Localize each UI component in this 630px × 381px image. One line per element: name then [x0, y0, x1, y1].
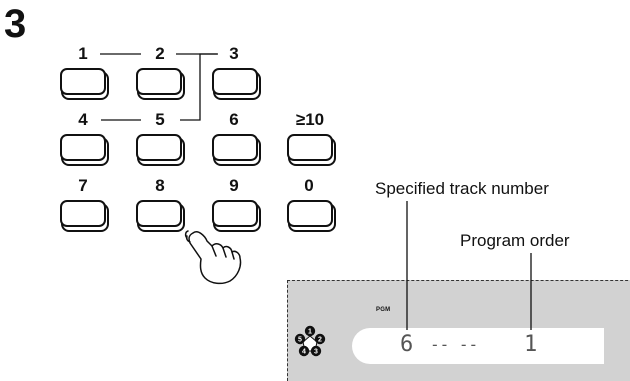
key-7-label: 7 [78, 176, 88, 195]
key-1-label: 1 [78, 44, 88, 63]
lcd-display [352, 328, 604, 364]
display-dashes: -- -- [430, 335, 479, 354]
specified-track-number-label: Specified track number [375, 179, 549, 198]
key-6-label: 6 [229, 110, 239, 129]
pgm-indicator: PGM [376, 307, 391, 313]
key-5-label: 5 [155, 110, 165, 129]
program-order-digit: 1 [524, 332, 538, 357]
key-3-button[interactable] [212, 68, 258, 95]
key-2-label: 2 [155, 44, 165, 63]
key-6-button[interactable] [212, 134, 258, 161]
key-10-plus-button[interactable] [287, 134, 333, 161]
key-8-button[interactable] [136, 200, 182, 227]
key-8-label: 8 [155, 176, 165, 195]
key-5-button[interactable] [136, 134, 182, 161]
key-3-label: 3 [229, 44, 239, 63]
program-order-label: Program order [460, 231, 570, 250]
key-9-button[interactable] [212, 200, 258, 227]
disc-5-label: 5 [298, 337, 302, 344]
disc-2-label: 2 [318, 337, 322, 344]
key-connector-lines [100, 53, 218, 121]
key-4-label: 4 [78, 110, 88, 129]
disc-3-label: 3 [314, 349, 318, 356]
disc-position-icon: 1 2 3 4 5 [294, 325, 326, 357]
key-4-button[interactable] [60, 134, 106, 161]
diagram-overlay: 1 2 3 4 5 [100, 53, 532, 357]
key-1-button[interactable] [60, 68, 106, 95]
key-9-label: 9 [229, 176, 239, 195]
disc-4-label: 4 [302, 349, 306, 356]
key-2-button[interactable] [136, 68, 182, 95]
pointing-hand-icon [184, 230, 242, 285]
key-7-button[interactable] [60, 200, 106, 227]
track-number-digit: 6 [400, 332, 414, 357]
key-0-button[interactable] [287, 200, 333, 227]
key-0-label: 0 [304, 176, 314, 195]
disc-1-label: 1 [308, 329, 312, 336]
step-number: 3 [4, 2, 27, 46]
key-10-plus-label: ≥10 [295, 110, 325, 129]
